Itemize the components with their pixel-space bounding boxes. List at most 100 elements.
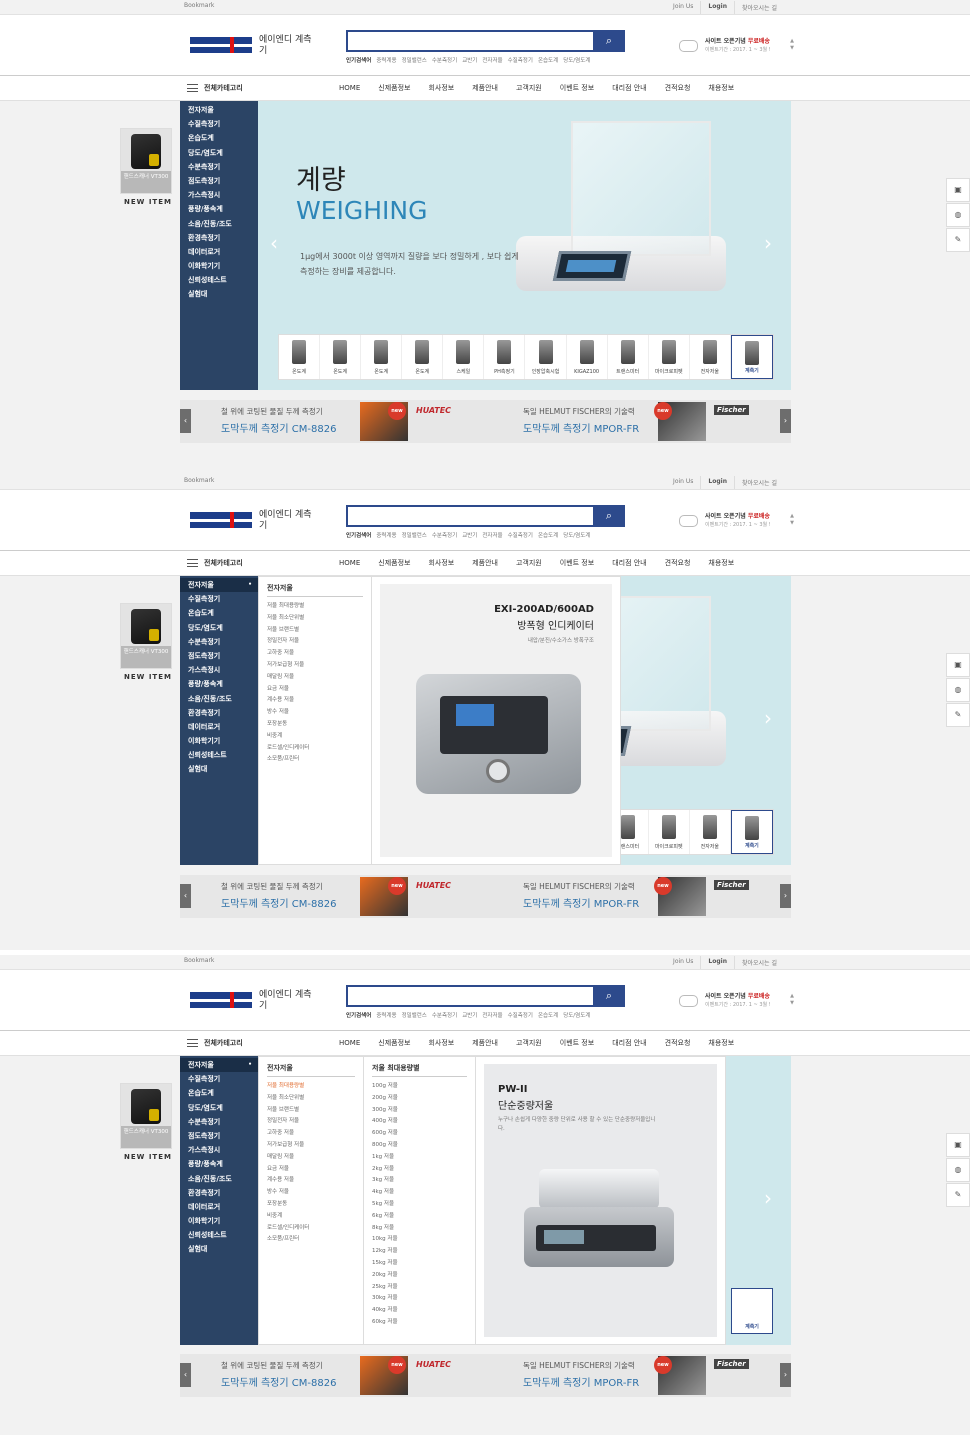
nav-dealers[interactable]: 대리점 안내 xyxy=(612,84,647,92)
keyword[interactable]: 정밀밸런스 xyxy=(401,58,427,64)
nav-home[interactable]: HOME xyxy=(339,1039,361,1047)
and-logo[interactable] xyxy=(190,989,252,1011)
capacity-item[interactable]: 6kg 저울 xyxy=(372,1212,395,1219)
capacity-item[interactable]: 12kg 저울 xyxy=(372,1248,398,1255)
capacity-item[interactable]: 4kg 저울 xyxy=(372,1189,395,1196)
submenu-item[interactable]: 방수 저울 xyxy=(267,709,289,716)
sidebar-item[interactable]: 가스측정시 xyxy=(188,1146,221,1155)
thumb-item[interactable]: 온도계 xyxy=(320,335,362,379)
sidebar-item[interactable]: 풍량/풍속계 xyxy=(188,680,223,689)
capacity-item[interactable]: 3kg 저울 xyxy=(372,1177,395,1184)
join-link[interactable]: Join Us xyxy=(673,958,694,965)
nav-new-products[interactable]: 신제품정보 xyxy=(378,559,411,567)
sidebar-item[interactable]: 데이터로거 xyxy=(188,1202,221,1211)
sidebar-item[interactable]: 환경측정기 xyxy=(188,233,221,242)
thumb-item-active[interactable]: 계측기 xyxy=(730,335,773,379)
keyword[interactable]: 당도/염도계 xyxy=(563,58,591,64)
promo-card[interactable]: 핸드스캐너 VT300 NEW ITEM xyxy=(120,1083,172,1162)
event-arrows-icon[interactable]: ▲▼ xyxy=(790,993,794,1006)
keyword[interactable]: 당도/염도계 xyxy=(563,533,591,539)
capacity-item[interactable]: 1kg 저울 xyxy=(372,1153,395,1160)
keyword[interactable]: 전자저울 xyxy=(482,533,503,539)
chevron-right-icon[interactable]: › xyxy=(764,1186,772,1210)
submenu-item[interactable]: 정밀전자 저울 xyxy=(267,638,300,645)
sidebar-item[interactable]: 풍량/풍속계 xyxy=(188,1160,223,1169)
brand-name[interactable]: 에이엔디 계측기 xyxy=(259,35,312,56)
nav-quote[interactable]: 견적요청 xyxy=(664,559,691,567)
directions-link[interactable]: 찾아오시는 길 xyxy=(733,1,784,14)
thumb-item-active[interactable]: 계측기 xyxy=(731,1288,773,1334)
submenu-item[interactable]: 저울 브랜드별 xyxy=(267,1106,300,1113)
keyword[interactable]: 수질측정기 xyxy=(507,533,533,539)
thumb-item[interactable]: 온도계 xyxy=(361,335,403,379)
keyword[interactable]: 중력계용 xyxy=(376,58,397,64)
sidebar-item[interactable]: 수분측정기 xyxy=(188,162,221,171)
nav-careers[interactable]: 채용정보 xyxy=(708,1039,735,1047)
sidebar-item-active[interactable]: 전자저울 xyxy=(180,1058,258,1072)
capacity-item[interactable]: 300g 저울 xyxy=(372,1106,398,1113)
nav-support[interactable]: 고객지원 xyxy=(515,84,542,92)
quick-chat-icon[interactable]: ◍ xyxy=(946,203,970,227)
featured-product[interactable]: EXI-200AD/600AD 방폭형 인디케이터 내압/분진/수소가스 방폭구… xyxy=(372,577,620,864)
submenu-item[interactable]: 소모품/프린터 xyxy=(267,1236,300,1243)
quick-chat-icon[interactable]: ◍ xyxy=(946,678,970,702)
submenu-item[interactable]: 비중계 xyxy=(267,732,283,739)
sidebar-item[interactable]: 소음/진동/조도 xyxy=(188,219,232,228)
sidebar-item[interactable]: 실험대 xyxy=(188,765,208,774)
sidebar-item[interactable]: 가스측정시 xyxy=(188,191,221,200)
nav-home[interactable]: HOME xyxy=(339,559,361,567)
nav-support[interactable]: 고객지원 xyxy=(515,1039,542,1047)
sidebar-item[interactable]: 수분측정기 xyxy=(188,1117,221,1126)
keyword[interactable]: 수질측정기 xyxy=(507,58,533,64)
thumb-item[interactable]: 전자저울 xyxy=(690,810,731,854)
thumb-item[interactable]: 온도계 xyxy=(402,335,444,379)
keyword[interactable]: 중력계용 xyxy=(376,533,397,539)
sidebar-item[interactable]: 환경측정기 xyxy=(188,708,221,717)
sidebar-item[interactable]: 점도측정기 xyxy=(188,651,221,660)
sidebar-item[interactable]: 환경측정기 xyxy=(188,1188,221,1197)
all-categories-button[interactable]: 전체카테고리 xyxy=(180,551,258,575)
search-box[interactable]: ⌕ xyxy=(346,985,625,1007)
nav-careers[interactable]: 채용정보 xyxy=(708,84,735,92)
sidebar-item[interactable]: 이화학기기 xyxy=(188,262,221,271)
submenu-item[interactable]: 로드셀/인디케이터 xyxy=(267,1224,310,1231)
sidebar-item[interactable]: 신뢰성테스트 xyxy=(188,751,227,760)
all-categories-button[interactable]: 전체카테고리 xyxy=(180,1031,258,1055)
submenu-item[interactable]: 저가보급형 저울 xyxy=(267,1141,305,1148)
nav-new-products[interactable]: 신제품정보 xyxy=(378,1039,411,1047)
submenu-item[interactable]: 정밀전자 저울 xyxy=(267,1118,300,1125)
sidebar-item[interactable]: 수질측정기 xyxy=(188,595,221,604)
sidebar-item[interactable]: 신뢰성테스트 xyxy=(188,276,227,285)
nav-events[interactable]: 이벤트 정보 xyxy=(559,84,595,92)
sidebar-item[interactable]: 당도/염도계 xyxy=(188,1103,223,1112)
sidebar-item[interactable]: 이화학기기 xyxy=(188,737,221,746)
sidebar-item[interactable]: 당도/염도계 xyxy=(188,623,223,632)
sidebar-item[interactable]: 데이터로거 xyxy=(188,247,221,256)
directions-link[interactable]: 찾아오시는 길 xyxy=(733,956,784,969)
join-link[interactable]: Join Us xyxy=(673,3,694,10)
capacity-item[interactable]: 100g 저울 xyxy=(372,1083,398,1089)
sidebar-item[interactable]: 이화학기기 xyxy=(188,1217,221,1226)
sidebar-item[interactable]: 실험대 xyxy=(188,1245,208,1254)
banner-prev-icon[interactable]: ‹ xyxy=(180,409,191,433)
quick-cart-icon[interactable]: ▣ xyxy=(946,653,970,677)
thumb-item[interactable]: 트랜스미터 xyxy=(608,335,649,379)
thumb-item[interactable]: 스케일 xyxy=(443,335,485,379)
nav-company[interactable]: 회사정보 xyxy=(428,1039,455,1047)
login-link[interactable]: Login xyxy=(700,956,734,969)
banner-next-icon[interactable]: › xyxy=(780,884,791,908)
capacity-item[interactable]: 60kg 저울 xyxy=(372,1318,398,1325)
submenu-item[interactable]: 포장분동 xyxy=(267,720,288,727)
sidebar-item[interactable]: 실험대 xyxy=(188,290,208,299)
thumb-item[interactable]: KIGAZ100 xyxy=(567,335,608,379)
directions-link[interactable]: 찾아오시는 길 xyxy=(733,476,784,489)
sidebar-item[interactable]: 당도/염도계 xyxy=(188,148,223,157)
submenu-item[interactable]: 고하중 저울 xyxy=(267,650,295,657)
search-button[interactable]: ⌕ xyxy=(593,30,625,52)
submenu-item[interactable]: 저가보급형 저울 xyxy=(267,661,305,668)
banner-next-icon[interactable]: › xyxy=(780,1363,791,1387)
brand-name[interactable]: 에이엔디 계측기 xyxy=(259,510,312,531)
submenu-item[interactable]: 방수 저울 xyxy=(267,1189,289,1196)
capacity-item[interactable]: 40kg 저울 xyxy=(372,1307,398,1314)
